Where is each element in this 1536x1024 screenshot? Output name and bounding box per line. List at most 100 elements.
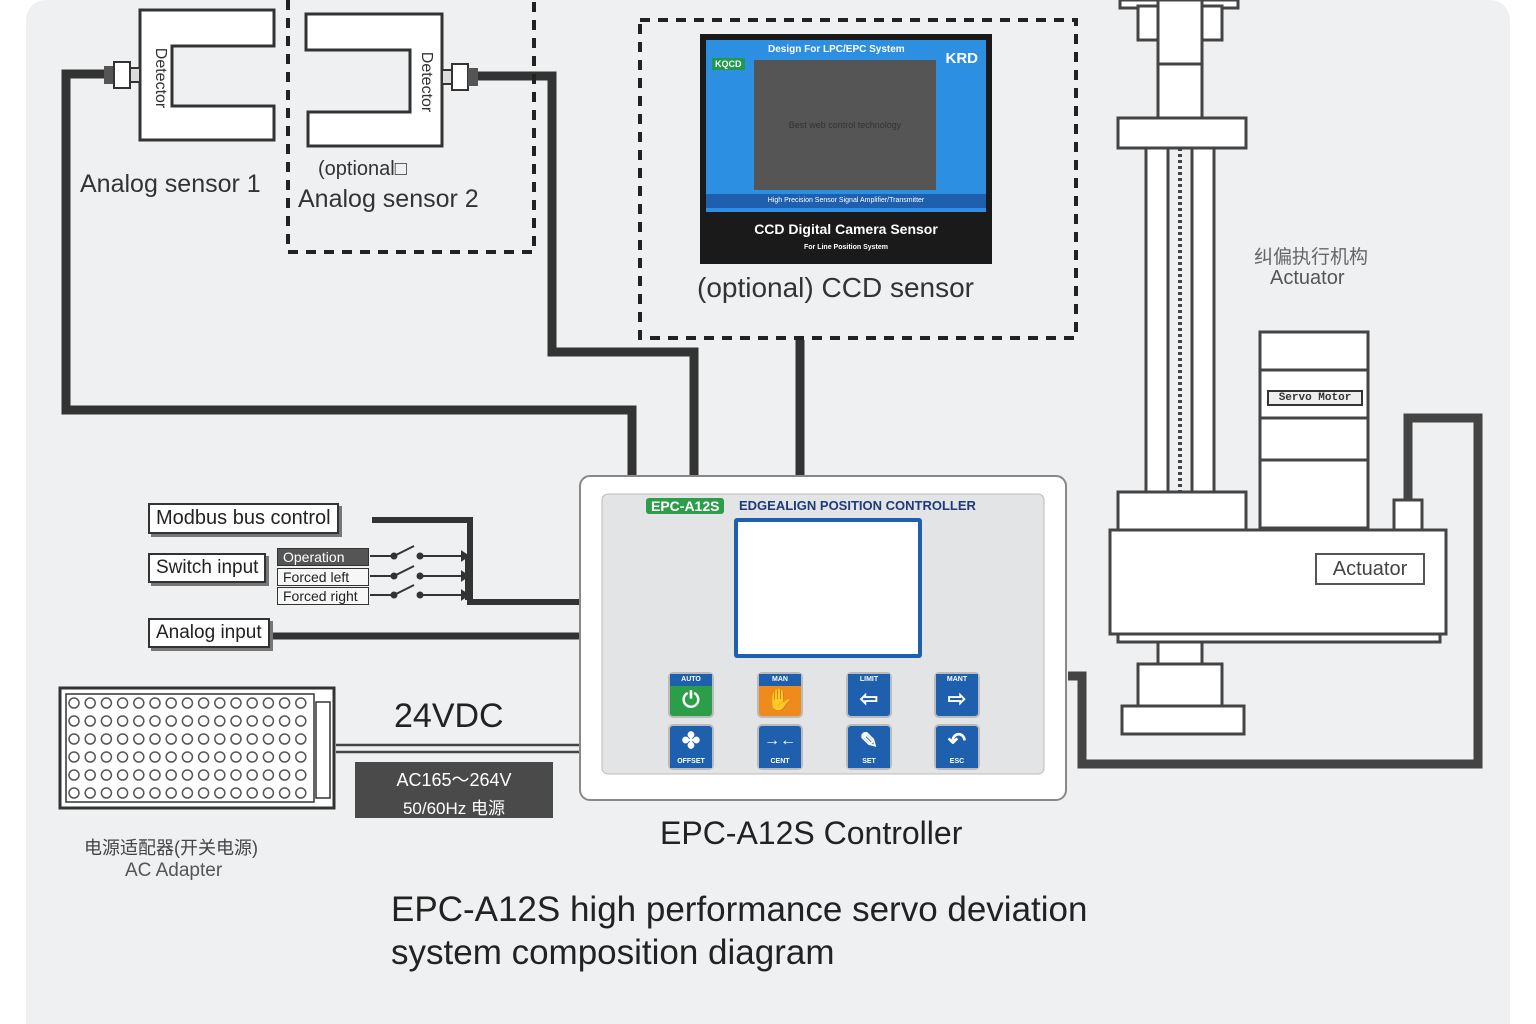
actuator-body-label: Actuator [1315, 553, 1425, 585]
servo-motor-label: Servo Motor [1267, 390, 1363, 406]
vent-hole [116, 715, 129, 727]
vent-hole [278, 697, 291, 709]
vent-hole [116, 697, 129, 709]
key-set-label: SET [848, 756, 890, 768]
detector-1-label: Detector [152, 47, 169, 109]
ccd-caption: (optional) CCD sensor [697, 272, 974, 303]
arrow-left-icon: ⇦ [859, 686, 879, 711]
actuator-cn-label: 纠偏执行机构 [1254, 247, 1369, 268]
key-auto[interactable]: AUTO ⏻ [668, 672, 714, 718]
vent-hole [133, 697, 145, 709]
pencil-icon: ✎ [859, 728, 879, 753]
ccd-left-logo: KQCD [712, 58, 745, 70]
key-limit[interactable]: LIMIT ⇦ [846, 672, 892, 718]
vent-hole [197, 787, 210, 799]
key-cent[interactable]: →← CENT [757, 724, 803, 770]
ccd-screen: KQCD Design For LPC/EPC System KRD Best … [706, 40, 986, 212]
vent-hole [262, 769, 275, 781]
vent-hole [133, 733, 145, 745]
vent-hole [278, 733, 291, 745]
key-mant[interactable]: MANT ⇨ [934, 672, 980, 718]
switch-row-forced-right: Forced right [277, 587, 369, 605]
vent-hole [100, 715, 113, 727]
center-icon: →← [764, 732, 796, 749]
actuator-assembly [1108, 0, 1448, 736]
vent-hole [84, 787, 96, 799]
vent-hole [165, 769, 177, 781]
key-offset-label: OFFSET [670, 756, 712, 768]
power-icon: ⏻ [682, 687, 700, 712]
vent-hole [149, 733, 161, 745]
vent-hole [133, 787, 145, 799]
vent-hole [84, 751, 96, 763]
vent-hole [214, 787, 226, 799]
vent-hole [230, 697, 242, 709]
return-icon: ↶ [947, 728, 967, 753]
analog-sensor-2-optional-label: (optional□ [318, 158, 407, 180]
detector-2-label: Detector [418, 51, 435, 113]
vent-hole [165, 751, 177, 763]
ac-adapter-icon [58, 686, 336, 810]
analog-sensor-1-label: Analog sensor 1 [80, 170, 261, 198]
vent-hole [68, 697, 80, 709]
vent-hole [100, 787, 113, 799]
vent-hole [165, 787, 177, 799]
switch-row-operation: Operation [277, 548, 369, 566]
vent-hole [68, 751, 80, 763]
sensor2-cable [478, 71, 699, 480]
adapter-en-label: AC Adapter [125, 860, 223, 881]
key-auto-label: AUTO [670, 674, 712, 686]
vent-hole [165, 733, 177, 745]
vent-hole [262, 751, 275, 763]
offset-icon: ✤ [681, 728, 701, 753]
vent-hole [214, 715, 226, 727]
vent-hole [84, 697, 96, 709]
key-mant-label: MANT [936, 674, 978, 686]
vent-hole [246, 733, 258, 745]
key-esc[interactable]: ↶ ESC [934, 724, 980, 770]
voltage-label: 24VDC [394, 697, 504, 735]
analog-sensor-2-label: Analog sensor 2 [298, 185, 479, 213]
vent-hole [116, 787, 129, 799]
controller-model-badge: EPC-A12S [646, 498, 725, 514]
vent-hole [68, 733, 80, 745]
ccd-product-title: CCD Digital Camera Sensor [754, 221, 938, 237]
vent-hole [214, 733, 226, 745]
vent-hole [214, 751, 226, 763]
vent-hole [100, 733, 113, 745]
vent-hole [230, 787, 242, 799]
ccd-strip-text: High Precision Sensor Signal Amplifier/T… [767, 197, 925, 204]
vent-hole [116, 733, 129, 745]
arrow-right-icon: ⇨ [947, 686, 967, 711]
diagram-title-line-1: EPC-A12S high performance servo deviatio… [391, 890, 1088, 929]
vent-hole [295, 769, 307, 781]
key-man[interactable]: MAN ✋ [757, 672, 803, 718]
vent-hole [197, 697, 210, 709]
switch-row-forced-left: Forced left [277, 568, 369, 586]
vent-hole [295, 715, 307, 727]
ac-spec-line-2: 50/60Hz 电源 [402, 799, 506, 818]
vent-hole [246, 697, 258, 709]
vent-hole [165, 715, 177, 727]
vent-hole [230, 715, 242, 727]
vent-hole [278, 751, 291, 763]
vent-hole [246, 787, 258, 799]
vent-hole [84, 769, 96, 781]
vent-hole [133, 751, 145, 763]
ac-spec-box: AC165～264V 50/60Hz 电源 [355, 762, 553, 818]
key-offset[interactable]: ✤ OFFSET [668, 724, 714, 770]
key-set[interactable]: ✎ SET [846, 724, 892, 770]
vent-hole [295, 751, 307, 763]
vent-hole [149, 769, 161, 781]
controller-heading: EDGEALIGN POSITION CONTROLLER [739, 498, 976, 513]
vent-hole [149, 751, 161, 763]
vent-hole [181, 751, 194, 763]
vent-hole [165, 697, 177, 709]
hand-icon: ✋ [766, 687, 794, 712]
vent-hole [230, 733, 242, 745]
vent-hole [230, 751, 242, 763]
vent-hole [133, 715, 145, 727]
key-cent-label: CENT [759, 756, 801, 768]
vent-hole [181, 715, 194, 727]
vent-hole [278, 715, 291, 727]
